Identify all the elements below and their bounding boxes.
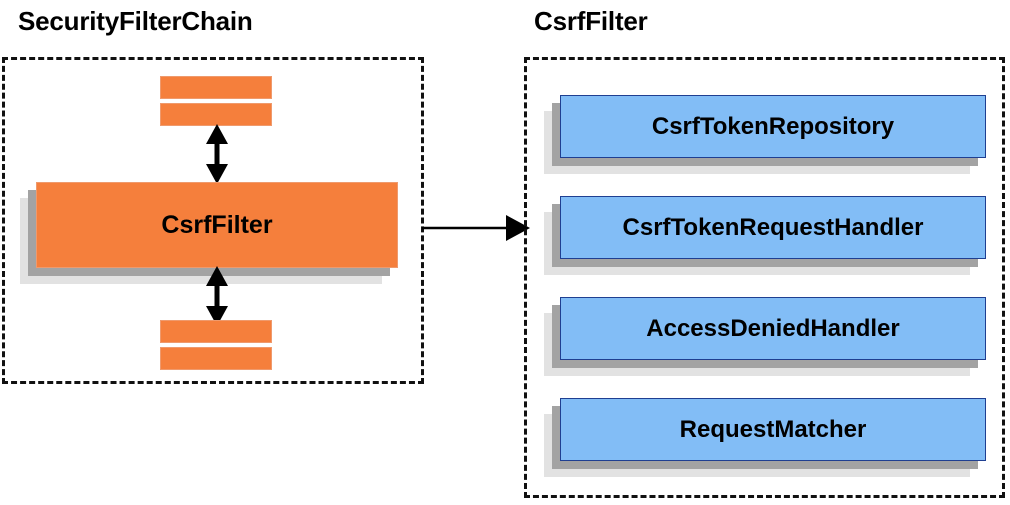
box-request-matcher[interactable]: RequestMatcher	[560, 398, 986, 461]
link-above-csrf-filter-arrow	[206, 124, 228, 184]
filter-bar-bottom-1	[160, 320, 272, 343]
box-csrf-token-repository[interactable]: CsrfTokenRepository	[560, 95, 986, 158]
link-below-csrf-filter-arrow	[206, 266, 228, 326]
box-access-denied-handler[interactable]: AccessDeniedHandler	[560, 297, 986, 360]
box-csrf-filter[interactable]: CsrfFilter	[36, 182, 398, 268]
filter-bar-top-2	[160, 103, 272, 126]
panel-title-csrf-filter: CsrfFilter	[534, 6, 648, 36]
panel-csrf-filter-detail	[524, 57, 1005, 498]
filter-bar-top-1	[160, 76, 272, 99]
panel-title-security-filter-chain: SecurityFilterChain	[18, 6, 253, 36]
box-csrf-token-request-handler[interactable]: CsrfTokenRequestHandler	[560, 196, 986, 259]
filter-bar-bottom-2	[160, 347, 272, 370]
csrf-filter-to-detail-arrow	[422, 215, 530, 241]
panel-security-filter-chain	[2, 57, 424, 384]
